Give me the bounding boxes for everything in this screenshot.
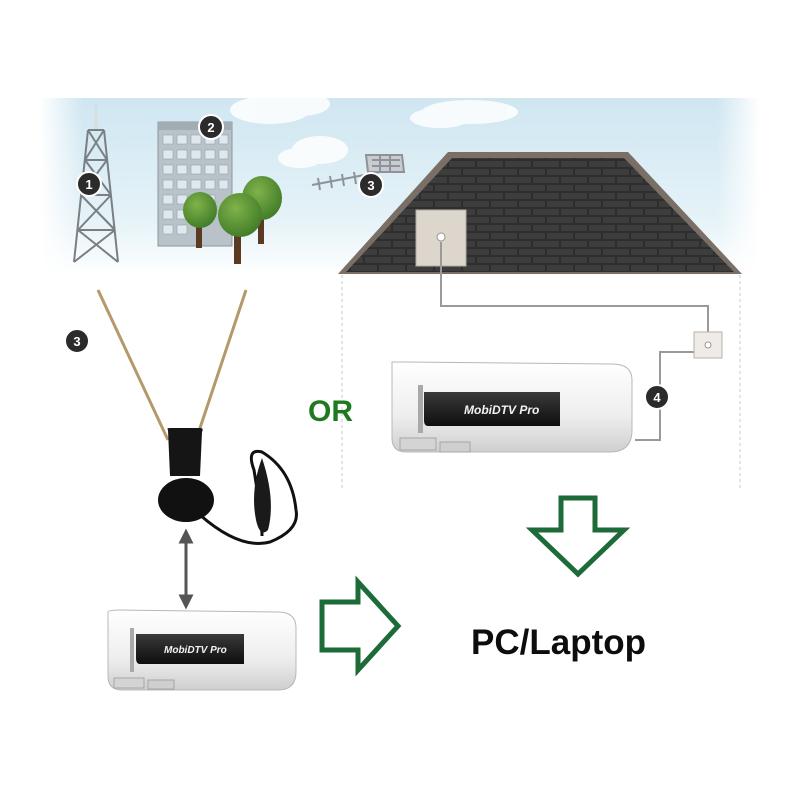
tv-tuner-stick-upper: MobiDTV Pro <box>392 362 632 452</box>
rabbit-ear-antenna-icon <box>98 290 296 543</box>
marker-indoor-antenna: 3 <box>65 329 89 353</box>
device-brand-label: MobiDTV Pro <box>464 403 539 417</box>
outline-arrow-icon <box>532 498 624 574</box>
outline-arrow-icon-right <box>322 582 398 670</box>
marker-building: 2 <box>199 115 223 139</box>
tv-tuner-stick-lower: MobiDTV Pro <box>108 610 296 690</box>
marker-cable: 4 <box>645 385 669 409</box>
marker-building-number: 2 <box>207 120 214 135</box>
marker-tower: 1 <box>77 172 101 196</box>
marker-roof-antenna: 3 <box>359 173 383 197</box>
wall-outlet-icon <box>694 332 722 358</box>
device-brand-label-lower: MobiDTV Pro <box>164 645 227 656</box>
marker-tower-number: 1 <box>85 177 92 192</box>
marker-indoor-antenna-number: 3 <box>73 334 80 349</box>
marker-cable-number: 4 <box>653 390 661 405</box>
marker-roof-antenna-number: 3 <box>367 178 374 193</box>
or-label: OR <box>308 395 353 428</box>
office-building-icon <box>158 122 232 246</box>
pc-laptop-label: PC/Laptop <box>471 623 646 662</box>
